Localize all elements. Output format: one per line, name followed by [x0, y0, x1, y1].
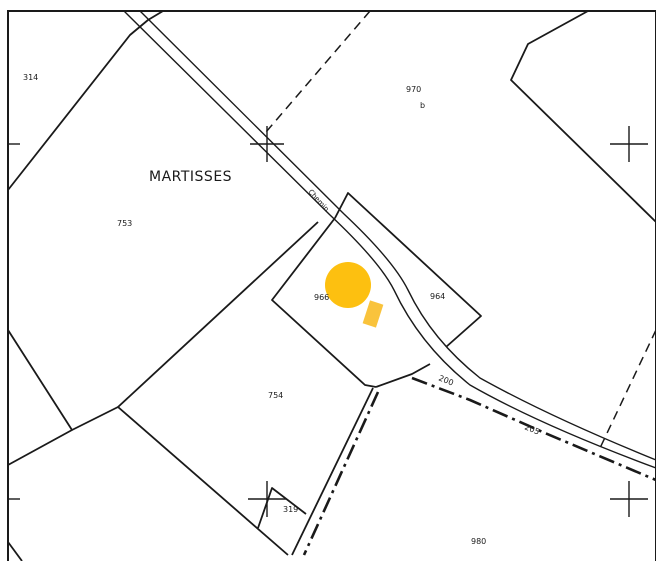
building-footprint — [362, 300, 384, 328]
parcel-label-966[interactable]: 966 — [314, 293, 329, 302]
commune-boundary — [302, 376, 656, 556]
parcel-label-980[interactable]: 980 — [471, 537, 486, 546]
dashed-limits — [265, 10, 656, 449]
road-chemin — [123, 10, 656, 469]
location-marker[interactable] — [325, 262, 371, 308]
parcel-label-319[interactable]: 319 — [283, 505, 298, 514]
parcel-label-970[interactable]: 970 — [406, 85, 421, 94]
locality-label: MARTISSES — [149, 169, 232, 185]
parcel-label-314[interactable]: 314 — [23, 73, 38, 82]
survey-crosses — [8, 126, 648, 517]
parcel-label-753[interactable]: 753 — [117, 219, 132, 228]
parcel-label-964[interactable]: 964 — [430, 292, 445, 301]
parcel-suffix-970b: b — [420, 101, 425, 110]
parcel-boundaries — [7, 10, 656, 561]
parcel-label-754[interactable]: 754 — [268, 391, 283, 400]
